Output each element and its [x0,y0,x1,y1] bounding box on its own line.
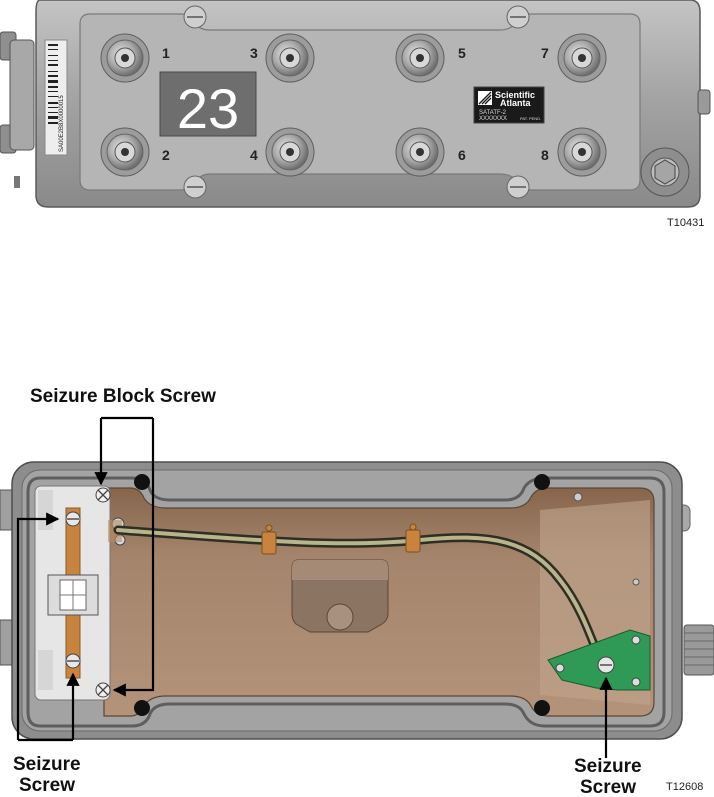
ground-lug [640,147,690,197]
mounting-hole [534,474,550,490]
mounting-hole [134,474,150,490]
green-circuit-board [547,629,651,691]
housing-lid-panel [79,13,641,191]
lid-screw [506,175,530,199]
brand-name-line2: Atlanta [500,98,531,108]
callout-seizure-screw-left [16,512,80,742]
cable-strap [261,524,277,555]
seizure-screw-right [597,656,615,674]
seizure-screw-bottom [65,653,81,669]
seizure-screw-left-label-line2: Screw [19,775,75,796]
housing-gasket [26,476,666,728]
port-number-3: 3 [250,45,258,61]
coax-port-3 [265,33,315,83]
lid-screw [183,5,207,29]
port-group [100,33,607,177]
coax-port-7 [557,33,607,83]
barcode-label: SA00E2B8X0000015 [44,39,68,156]
coax-port-2 [100,127,150,177]
port-number-7: 7 [541,45,549,61]
callout-seizure-block-screw [94,416,155,697]
brand-model: SATATF-2 [479,110,507,116]
seizure-screw-right-label-line1: Seizure [574,756,642,777]
small-screw [632,578,640,586]
brand-serial: XXXXXXX [479,116,507,122]
value-display-number: 23 [177,77,239,140]
coax-port-4 [265,127,315,177]
seizure-screw-top [65,511,81,527]
port-number-1: 1 [162,45,170,61]
center-boss [291,559,389,633]
seizure-screw-left-label-line1: Seizure [13,754,81,775]
brand-logo-icon [478,91,492,105]
ground-cable-core [116,528,602,662]
value-display: 23 [159,71,257,140]
barcode-bars [48,44,58,124]
seizure-block [34,485,111,701]
coax-port-1 [100,33,150,83]
left-connectors [0,31,35,188]
seizure-block-screw-top [95,487,111,503]
figure2-code: T12608 [666,781,703,793]
lid-screw [506,5,530,29]
port-number-2: 2 [162,147,170,163]
seizure-block-screw-bottom [95,682,111,698]
mounting-hole [134,700,150,716]
coax-port-6 [395,127,445,177]
brand-label: Scientific Atlanta SATATF-2 XXXXXXX PAT.… [473,86,545,124]
port-number-8: 8 [541,147,549,163]
lid-screw [183,175,207,199]
brand-name-line1: Scientific [495,90,535,100]
right-tab [697,89,711,115]
small-screw [573,492,583,502]
port-number-6: 6 [458,147,466,163]
figure1-code: T10431 [667,217,704,229]
right-port-fitting [683,624,714,676]
closed-housing-figure: SA00E2B8X0000015 1 2 3 4 5 6 7 8 23 Scie… [0,0,711,229]
open-housing-figure: Seizure Block Screw Seizure Screw Seizur… [0,386,714,797]
seizure-block-screw-label: Seizure Block Screw [30,386,216,407]
port-number-5: 5 [458,45,466,61]
seizure-screw-right-label-line2: Screw [580,777,636,797]
mounting-hole [534,700,550,716]
cable-strap [405,523,421,553]
port-number-4: 4 [250,147,258,163]
barcode-text: SA00E2B8X0000015 [59,95,65,152]
brand-pat: PAT. PEND. [520,116,541,121]
coax-port-5 [395,33,445,83]
coax-port-8 [557,127,607,177]
